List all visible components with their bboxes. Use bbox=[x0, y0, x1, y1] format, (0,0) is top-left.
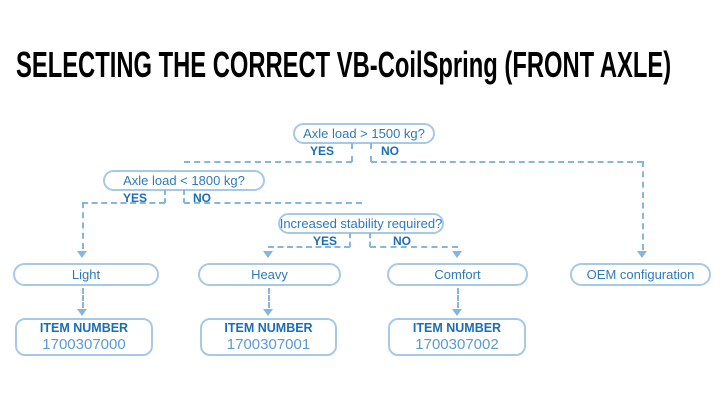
outcome-comfort: Comfort bbox=[387, 263, 528, 286]
outcome-comfort-label: Comfort bbox=[434, 267, 481, 282]
connector-line bbox=[164, 190, 166, 203]
decision-axle-load-1500: Axle load > 1500 kg? bbox=[293, 123, 435, 144]
item-number-box-heavy: ITEM NUMBER 1700307001 bbox=[200, 318, 337, 356]
connector-line-yes-2 bbox=[82, 202, 165, 204]
item-number-box-light: ITEM NUMBER 1700307000 bbox=[15, 318, 153, 356]
connector-line-yes-3 bbox=[268, 246, 350, 248]
outcome-heavy: Heavy bbox=[198, 263, 341, 286]
arrow-down-icon bbox=[77, 309, 87, 316]
decision-increased-stability-text: Increased stability required? bbox=[279, 216, 443, 231]
page-title: SELECTING THE CORRECT VB-CoilSpring (FRO… bbox=[16, 44, 672, 85]
connector-line-no-3 bbox=[370, 246, 458, 248]
decision-1-yes-label: YES bbox=[309, 144, 334, 158]
outcome-oem-configuration-label: OEM configuration bbox=[586, 267, 695, 282]
connector-line bbox=[370, 143, 372, 162]
connector-line bbox=[369, 233, 371, 247]
arrow-down-icon bbox=[263, 309, 273, 316]
arrow-down-icon bbox=[452, 309, 462, 316]
connector-line bbox=[183, 190, 185, 203]
item-number-value: 1700307000 bbox=[42, 336, 126, 354]
outcome-oem-configuration: OEM configuration bbox=[570, 263, 711, 286]
decision-3-no-label: NO bbox=[393, 234, 411, 248]
connector-line bbox=[351, 143, 353, 162]
decision-axle-load-1800-text: Axle load < 1800 kg? bbox=[123, 173, 245, 188]
item-number-heading: ITEM NUMBER bbox=[412, 320, 502, 335]
connector-line bbox=[82, 288, 84, 308]
arrow-down-icon bbox=[263, 251, 273, 258]
item-number-heading: ITEM NUMBER bbox=[224, 320, 313, 335]
decision-2-no-label: NO bbox=[193, 191, 211, 205]
arrow-down-icon bbox=[637, 251, 647, 258]
connector-line bbox=[349, 233, 351, 247]
outcome-light-label: Light bbox=[71, 267, 101, 282]
connector-line-no-1 bbox=[371, 161, 643, 163]
decision-1-no-label: NO bbox=[381, 144, 399, 158]
decision-3-yes-label: YES bbox=[312, 234, 337, 248]
item-number-box-comfort: ITEM NUMBER 1700307002 bbox=[388, 318, 526, 356]
connector-line-no-2 bbox=[184, 202, 362, 204]
outcome-heavy-label: Heavy bbox=[251, 267, 288, 282]
decision-axle-load-1800: Axle load < 1800 kg? bbox=[103, 170, 265, 191]
item-number-value: 1700307002 bbox=[415, 336, 499, 354]
connector-line bbox=[457, 288, 459, 308]
arrow-down-icon bbox=[452, 251, 462, 258]
connector-line-yes-1 bbox=[184, 161, 352, 163]
outcome-light: Light bbox=[13, 263, 159, 286]
connector-line bbox=[268, 288, 270, 308]
decision-2-yes-label: YES bbox=[122, 191, 147, 205]
item-number-heading: ITEM NUMBER bbox=[39, 320, 129, 335]
decision-axle-load-1500-text: Axle load > 1500 kg? bbox=[303, 126, 425, 141]
connector-line-to-light bbox=[82, 202, 84, 249]
item-number-value: 1700307001 bbox=[226, 336, 311, 354]
connector-line-to-oem bbox=[642, 161, 644, 250]
arrow-down-icon bbox=[77, 251, 87, 258]
decision-increased-stability: Increased stability required? bbox=[278, 213, 444, 234]
